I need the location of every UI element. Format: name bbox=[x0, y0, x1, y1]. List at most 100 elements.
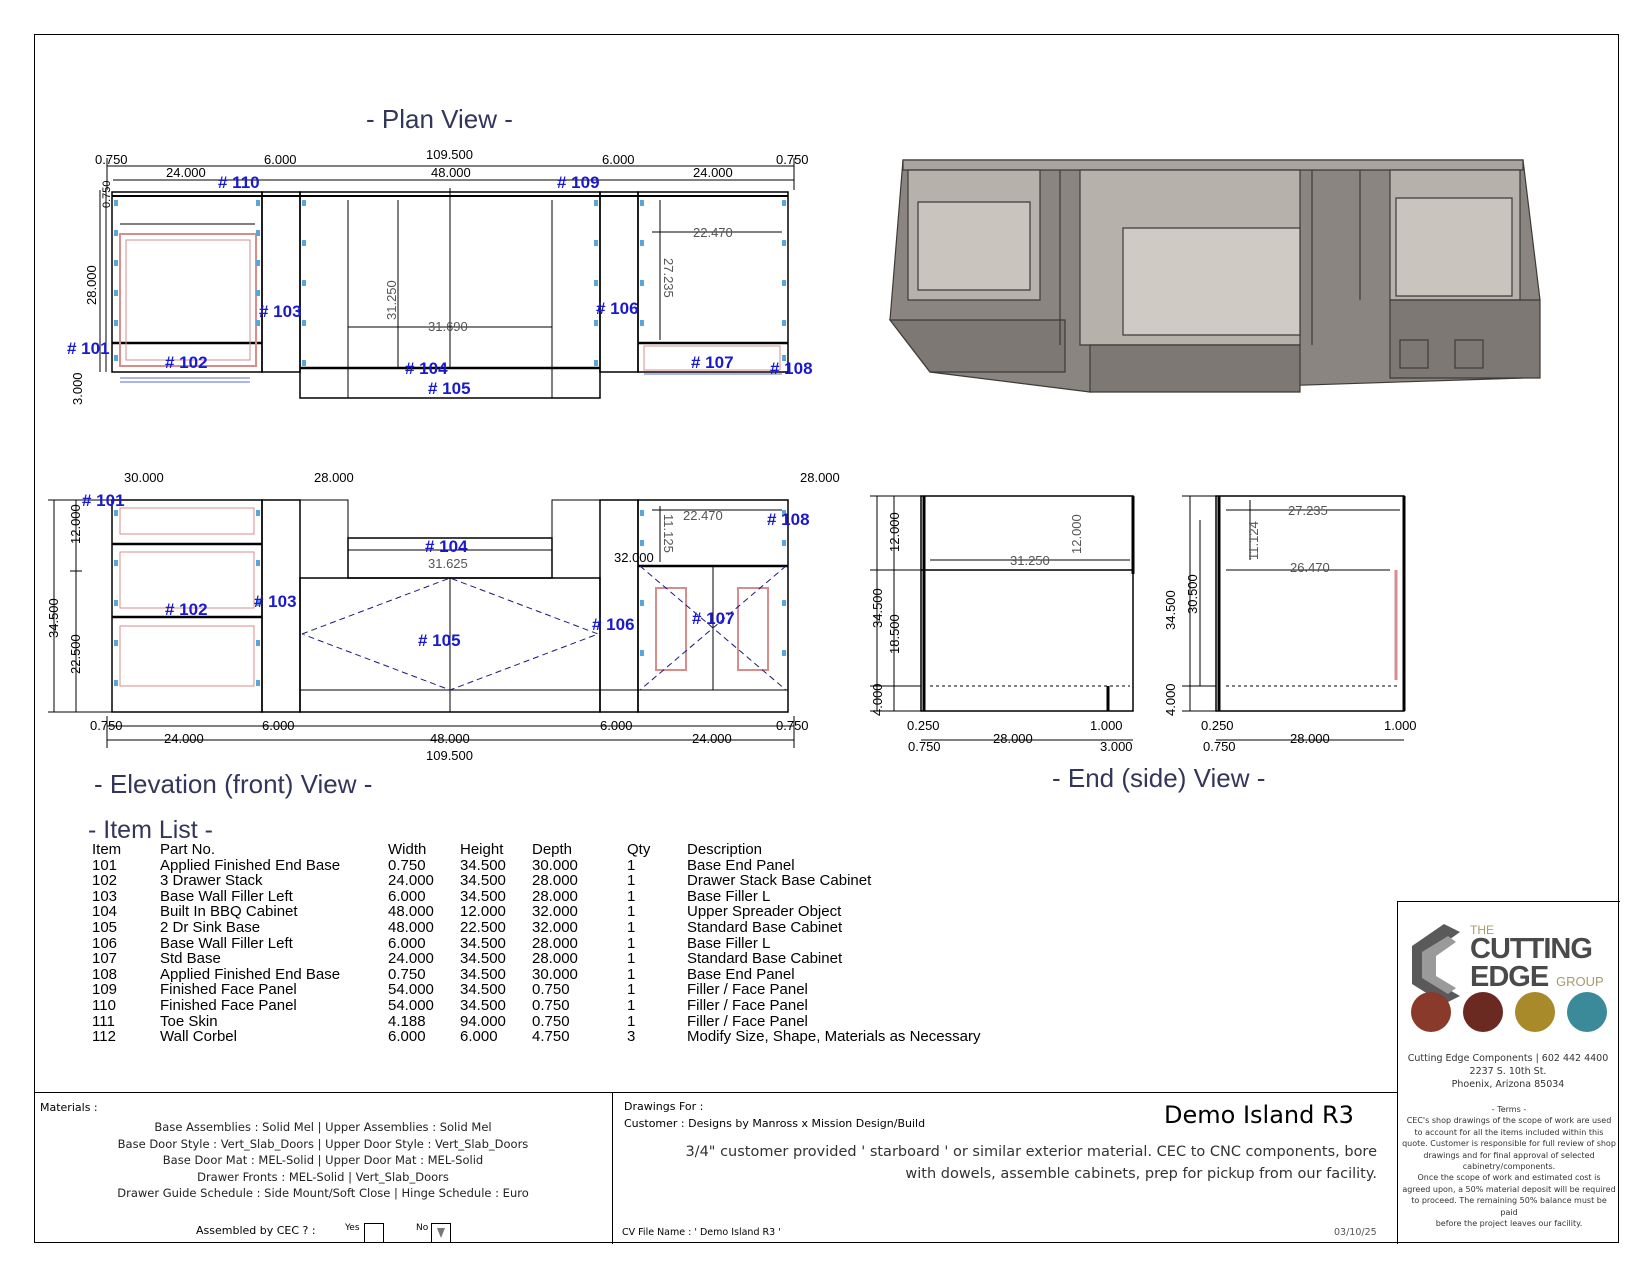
item-qty: 1 bbox=[627, 872, 636, 890]
materials-lines: Base Assemblies : Solid Mel | Upper Asse… bbox=[34, 1119, 612, 1202]
elev-dim-left-top: 30.000 bbox=[124, 470, 164, 485]
end2-dim-b3: 1.000 bbox=[1384, 718, 1417, 733]
item-number: 108 bbox=[92, 965, 118, 983]
plan-tag-103: # 103 bbox=[259, 302, 302, 321]
file-name-label: CV File Name : ' Demo Island R3 ' bbox=[622, 1227, 781, 1238]
elevation-dimension-labels: 30.000 28.000 28.000 34.500 12.000 22.50… bbox=[46, 470, 840, 763]
item-qty: 1 bbox=[627, 918, 636, 936]
elev-tag-105: # 105 bbox=[418, 631, 461, 650]
elev-tag-101: # 101 bbox=[82, 491, 125, 510]
plan-view-title: - Plan View - bbox=[366, 104, 513, 134]
item-description: Filler / Face Panel bbox=[687, 996, 808, 1014]
drawing-title: Demo Island R3 bbox=[1164, 1101, 1354, 1129]
item-part: Wall Corbel bbox=[160, 1028, 237, 1046]
item-qty: 1 bbox=[627, 1012, 636, 1030]
end1-dim-b2: 28.000 bbox=[993, 731, 1033, 746]
item-depth: 0.750 bbox=[532, 1012, 570, 1030]
item-width: 6.000 bbox=[388, 887, 426, 905]
item-description: Base End Panel bbox=[687, 965, 795, 983]
end2-dim-b2: 28.000 bbox=[1290, 731, 1330, 746]
item-number: 102 bbox=[92, 872, 118, 890]
header-height: Height bbox=[460, 841, 504, 858]
elev-tag-107: # 107 bbox=[692, 609, 735, 628]
plan-tags: # 110 # 109 # 103 # 106 # 101 # 102 # 10… bbox=[67, 173, 813, 398]
logo-group: GROUP bbox=[1556, 974, 1604, 989]
company-box: THE CUTTING EDGE GROUP Cutting Edge Comp… bbox=[1397, 901, 1620, 1244]
end2-dim-toe: 4.000 bbox=[1163, 683, 1178, 716]
terms-line-1: CEC's shop drawings of the scope of work… bbox=[1406, 1116, 1612, 1126]
elev-dim-bottom-f2: 6.000 bbox=[600, 718, 633, 733]
item-qty: 1 bbox=[627, 856, 636, 874]
item-depth: 0.750 bbox=[532, 996, 570, 1014]
item-height: 34.500 bbox=[460, 965, 506, 983]
plan-tag-104: # 104 bbox=[405, 359, 448, 378]
item-part: Finished Face Panel bbox=[160, 981, 297, 999]
materials-line-5: Drawer Guide Schedule : Side Mount/Soft … bbox=[117, 1186, 529, 1201]
plan-tag-108: # 108 bbox=[770, 359, 813, 378]
no-checkbox[interactable] bbox=[431, 1223, 451, 1243]
item-description: Standard Base Cabinet bbox=[687, 950, 843, 968]
end2-dim-inner: 30.500 bbox=[1185, 574, 1200, 614]
end-view-right-labels: 34.500 30.500 4.000 27.235 26.470 11.124… bbox=[1163, 503, 1417, 754]
item-part: Built In BBQ Cabinet bbox=[160, 903, 298, 921]
logo-the: THE bbox=[1470, 923, 1494, 937]
end1-dim-top: 12.000 bbox=[887, 512, 902, 552]
item-description: Standard Base Cabinet bbox=[687, 918, 843, 936]
item-part: Finished Face Panel bbox=[160, 996, 297, 1014]
item-height: 34.500 bbox=[460, 872, 506, 890]
item-number: 109 bbox=[92, 981, 118, 999]
item-qty: 3 bbox=[627, 1028, 636, 1046]
end1-dim-b3: 1.000 bbox=[1090, 718, 1123, 733]
end1-dim-mid: 18.500 bbox=[887, 614, 902, 654]
item-description: Filler / Face Panel bbox=[687, 981, 808, 999]
item-number: 104 bbox=[92, 903, 118, 921]
elevation-view bbox=[48, 499, 795, 748]
plan-view bbox=[99, 158, 795, 399]
plan-dim-inner-width: 31.690 bbox=[428, 319, 468, 334]
item-qty: 1 bbox=[627, 887, 636, 905]
contact-line-1: Cutting Edge Components | 602 442 4400 bbox=[1407, 1053, 1609, 1064]
item-width: 0.750 bbox=[388, 965, 426, 983]
end2-dim-top: 27.235 bbox=[1288, 503, 1328, 518]
plan-tag-105: # 105 bbox=[428, 379, 471, 398]
item-depth: 30.000 bbox=[532, 856, 578, 874]
item-part: 3 Drawer Stack bbox=[160, 872, 263, 890]
item-part: Toe Skin bbox=[160, 1012, 218, 1030]
end-view-right bbox=[1182, 495, 1406, 741]
contact-line-2: 2237 S. 10th St. bbox=[1469, 1066, 1547, 1077]
elev-dim-mid-top: 28.000 bbox=[314, 470, 354, 485]
header-part: Part No. bbox=[160, 841, 216, 858]
materials-line-4: Drawer Fronts : MEL-Solid | Vert_Slab_Do… bbox=[197, 1169, 449, 1184]
item-description: Drawer Stack Base Cabinet bbox=[687, 872, 872, 890]
plan-dim-left-end: 0.750 bbox=[95, 152, 128, 167]
item-number: 110 bbox=[92, 996, 116, 1014]
item-description: Base Filler L bbox=[687, 887, 771, 905]
yes-checkbox[interactable] bbox=[364, 1223, 384, 1243]
item-height: 34.500 bbox=[460, 887, 506, 905]
elev-tag-108: # 108 bbox=[767, 510, 810, 529]
elev-dim-bottom-w1: 24.000 bbox=[164, 731, 204, 746]
elevation-tags: # 101 # 104 # 108 # 102 # 103 # 105 # 10… bbox=[82, 491, 810, 650]
isometric-render bbox=[888, 159, 1541, 393]
item-qty: 1 bbox=[627, 934, 636, 952]
item-height: 6.000 bbox=[460, 1028, 498, 1046]
item-number: 111 bbox=[92, 1012, 115, 1030]
end1-dim-b1: 0.250 bbox=[907, 718, 940, 733]
logo-mark-icon bbox=[1412, 924, 1460, 1004]
header-description: Description bbox=[687, 841, 763, 858]
plan-tag-107: # 107 bbox=[691, 353, 734, 372]
elev-dim-bottom-c: 48.000 bbox=[430, 731, 470, 746]
item-qty: 1 bbox=[627, 950, 636, 968]
item-number: 112 bbox=[92, 1028, 116, 1046]
badge-water-icon bbox=[1567, 992, 1607, 1032]
end1-dim-width-inner: 31.250 bbox=[1010, 553, 1050, 568]
elev-tag-102: # 102 bbox=[165, 600, 208, 619]
materials-box: Materials : Base Assemblies : Solid Mel … bbox=[34, 1093, 613, 1244]
end1-dim-b4: 0.750 bbox=[908, 739, 941, 754]
plan-dim-right-width: 24.000 bbox=[693, 165, 733, 180]
item-width: 54.000 bbox=[388, 981, 434, 999]
item-width: 6.000 bbox=[388, 934, 426, 952]
badge-design-icon bbox=[1515, 992, 1555, 1032]
terms-label: - Terms - bbox=[1491, 1105, 1527, 1114]
item-qty: 1 bbox=[627, 965, 636, 983]
